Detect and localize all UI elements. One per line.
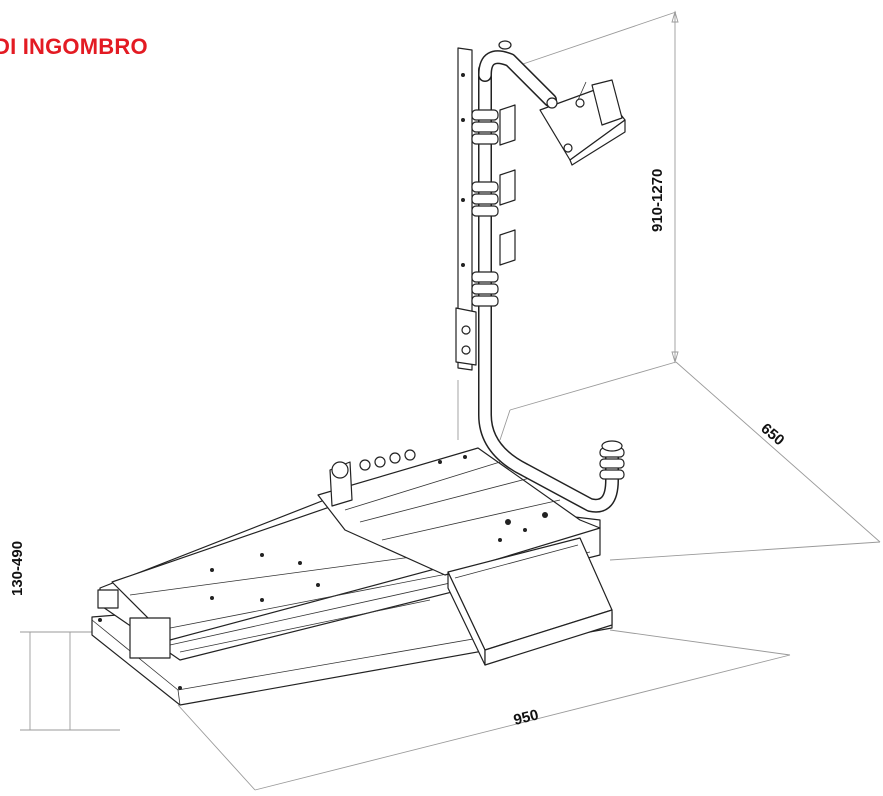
clamp-rings bbox=[471, 40, 625, 480]
pedal-block bbox=[447, 537, 613, 666]
tube-frame bbox=[478, 50, 619, 513]
drawing-title: DI INGOMBRO bbox=[0, 34, 148, 59]
base-height-dimension-label: 130-490 bbox=[9, 541, 26, 596]
width-dimension-label: 950 bbox=[512, 706, 540, 729]
dimension-lines bbox=[20, 10, 881, 791]
mount-plate bbox=[455, 47, 477, 371]
support-bracket bbox=[539, 79, 626, 166]
height-dimension-label: 910-1270 bbox=[649, 169, 666, 232]
depth-dimension-label: 650 bbox=[757, 420, 787, 449]
carriage-plate bbox=[317, 447, 601, 576]
